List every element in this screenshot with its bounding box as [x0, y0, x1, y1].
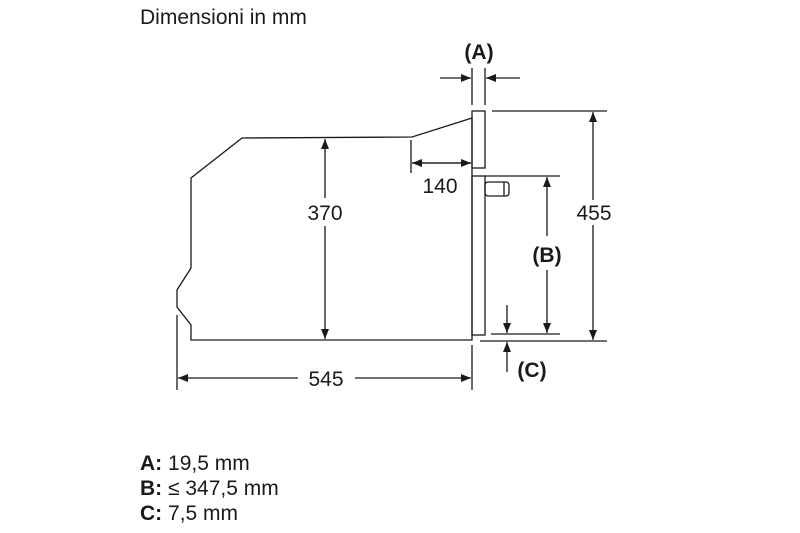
dimension-b [485, 175, 560, 335]
dimension-455 [480, 110, 607, 342]
legend-item-b: B: ≤ 347,5 mm [140, 477, 279, 500]
dimension-545 [176, 315, 473, 390]
label-455: 455 [576, 202, 611, 225]
door-upper-panel [471, 110, 486, 169]
label-545: 545 [308, 368, 343, 391]
oven-body-outline [176, 117, 473, 341]
door-lower-panel [471, 175, 486, 336]
label-c: (C) [517, 359, 546, 382]
dimension-140 [410, 140, 471, 173]
legend-item-c: C: 7,5 mm [140, 502, 239, 525]
diagram-title: Dimensioni in mm [140, 6, 307, 29]
dimension-legend: A: 19,5 mm B: ≤ 347,5 mm C: 7,5 mm [140, 451, 279, 526]
label-370: 370 [307, 202, 342, 225]
label-140: 140 [422, 175, 457, 198]
knob [484, 181, 510, 197]
label-a: (A) [464, 41, 493, 64]
dimension-a [440, 68, 520, 105]
label-b: (B) [532, 244, 561, 267]
legend-item-a: A: 19,5 mm [140, 452, 250, 475]
